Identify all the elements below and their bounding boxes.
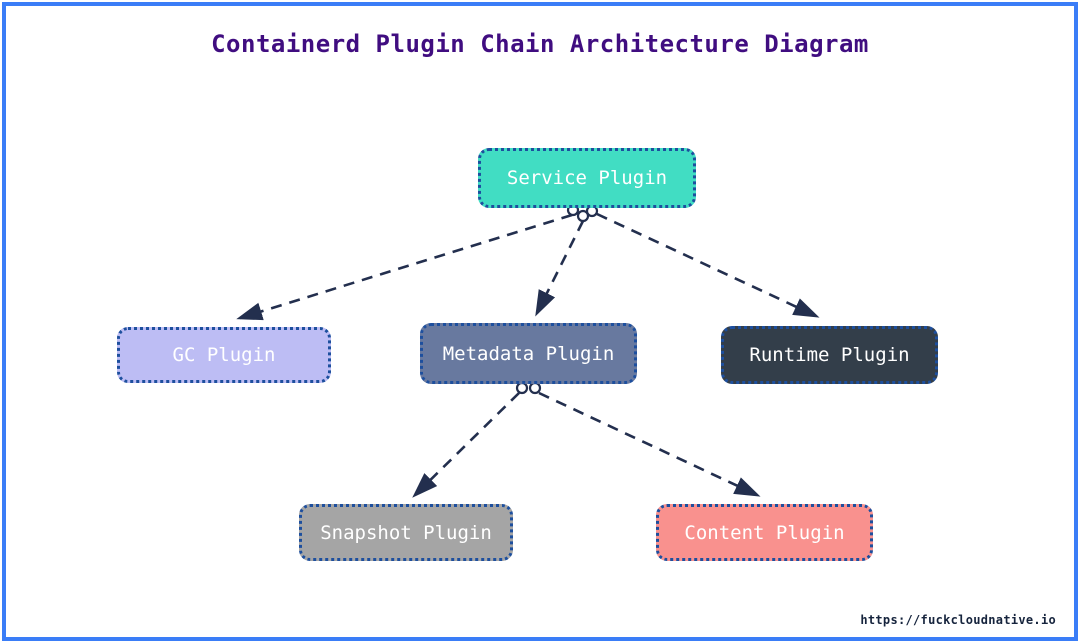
- node-label: Content Plugin: [684, 521, 845, 544]
- node-label: Service Plugin: [506, 167, 668, 189]
- edge-service-to-metadata: [535, 220, 585, 317]
- node-service-plugin: Service Plugin: [478, 148, 696, 208]
- edge-service-to-runtime: [596, 212, 820, 318]
- node-metadata-plugin: Metadata Plugin: [420, 323, 637, 384]
- edge-service-to-gc: [236, 213, 573, 321]
- node-label: Metadata Plugin: [442, 342, 615, 365]
- node-label: Snapshot Plugin: [320, 521, 492, 544]
- footer-url: https://fuckcloudnative.io: [860, 613, 1056, 627]
- node-snapshot-plugin: Snapshot Plugin: [299, 504, 513, 561]
- connector-dot: [576, 209, 590, 223]
- connector-dot: [515, 381, 529, 395]
- node-content-plugin: Content Plugin: [656, 504, 873, 561]
- node-label: GC Plugin: [172, 344, 276, 366]
- node-runtime-plugin: Runtime Plugin: [721, 326, 938, 384]
- node-gc-plugin: GC Plugin: [117, 327, 331, 383]
- edge-metadata-to-content: [538, 391, 761, 497]
- diagram-title: Containerd Plugin Chain Architecture Dia…: [211, 30, 869, 58]
- node-label: Runtime Plugin: [749, 344, 910, 366]
- connector-dot: [528, 381, 542, 395]
- edge-metadata-to-snapshot: [412, 392, 520, 498]
